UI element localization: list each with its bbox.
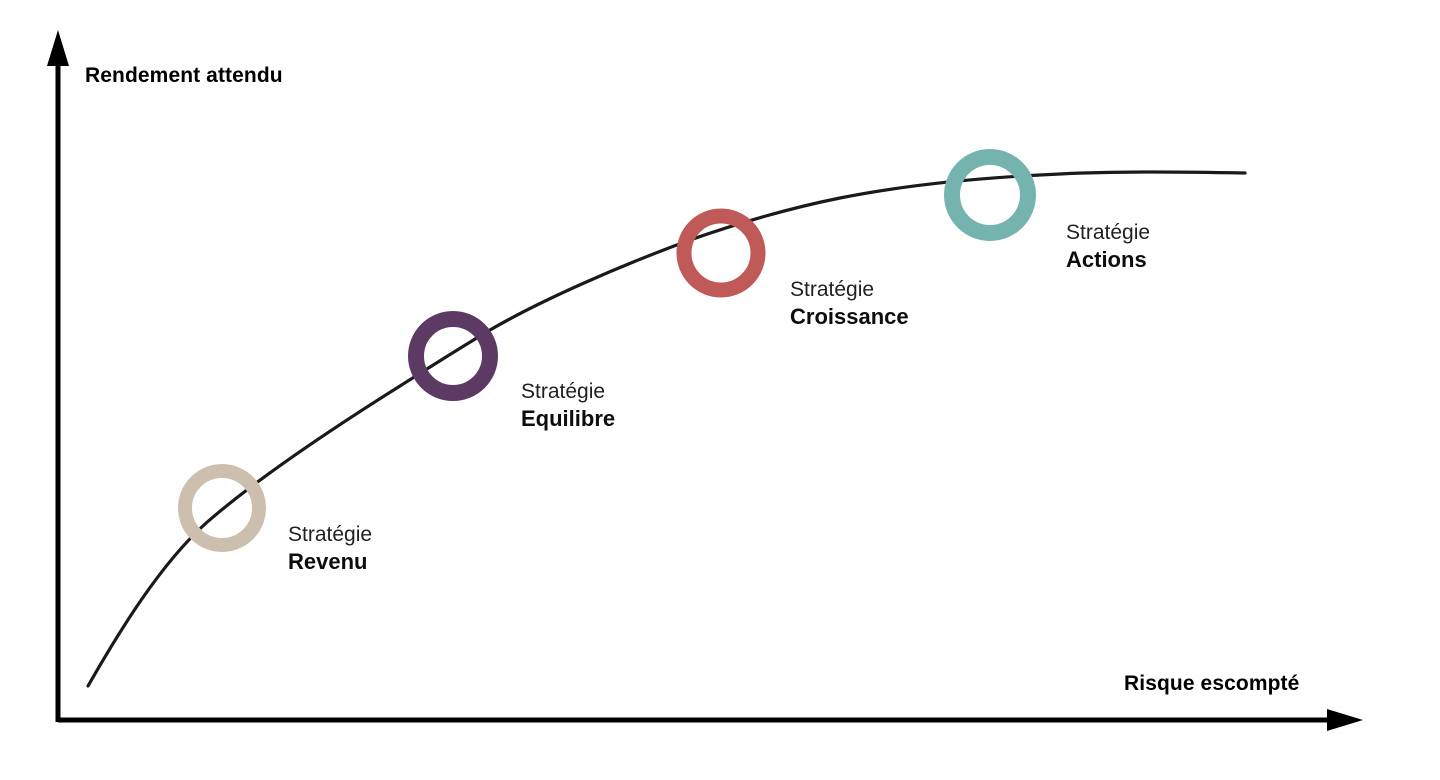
x-axis-label: Risque escompté (1124, 672, 1300, 695)
data-point-label-actions: Stratégie Actions (1066, 219, 1150, 275)
data-point-label-revenu: Stratégie Revenu (288, 521, 372, 577)
data-point-name: Revenu (288, 549, 368, 575)
data-point-name: Croissance (790, 304, 909, 330)
data-point-marker-equilibre[interactable] (408, 311, 498, 401)
y-axis-label: Rendement attendu (85, 64, 283, 87)
data-point-name: Actions (1066, 247, 1147, 273)
x-axis (58, 709, 1363, 731)
data-point-lead: Stratégie (288, 523, 373, 546)
data-point-lead: Stratégie (790, 278, 875, 301)
data-point-marker-revenu[interactable] (178, 464, 266, 552)
data-point-marker-actions[interactable] (944, 149, 1036, 241)
data-point-lead: Stratégie (521, 380, 606, 403)
data-point-name: Equilibre (521, 406, 616, 432)
data-point-lead: Stratégie (1066, 221, 1151, 244)
y-axis (47, 30, 69, 722)
data-point-marker-croissance[interactable] (676, 208, 766, 298)
data-point-label-equilibre: Stratégie Equilibre (521, 378, 615, 434)
data-point-label-croissance: Stratégie Croissance (790, 276, 909, 332)
